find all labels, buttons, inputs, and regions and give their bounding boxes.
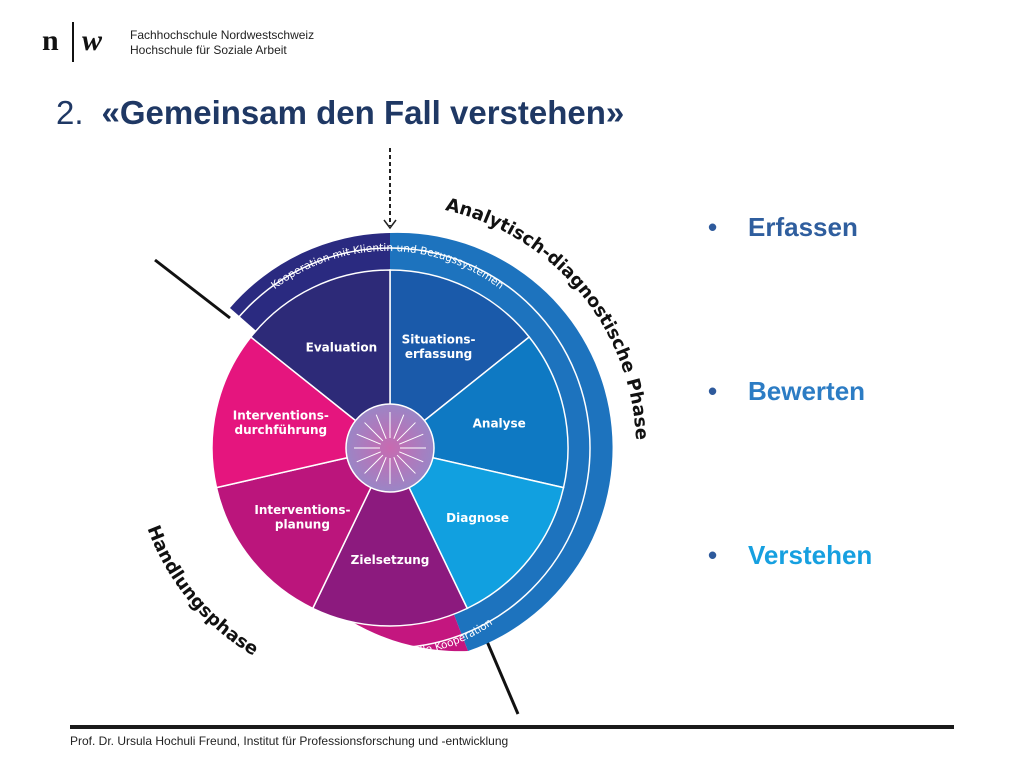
segment-label: Interventions-durchführung xyxy=(233,408,329,436)
segment-label: Evaluation xyxy=(306,340,378,354)
hub-arrow-icon xyxy=(356,433,381,445)
phase-divider-top-line xyxy=(154,258,231,320)
bullet-text: Verstehen xyxy=(748,540,873,570)
logo: n w Fachhochschule Nordwestschweiz Hochs… xyxy=(42,18,322,66)
bullet-item: • Erfassen xyxy=(708,212,858,243)
hub-arrow-icon xyxy=(393,414,405,439)
footer-text: Prof. Dr. Ursula Hochuli Freund, Institu… xyxy=(70,734,509,748)
hub-arrow-icon xyxy=(375,414,387,439)
hub-arrow-icon xyxy=(375,457,387,482)
logo-mark-w: w xyxy=(82,24,103,57)
segment-label: Analyse xyxy=(473,416,526,430)
ring-outline xyxy=(189,247,591,649)
logo-divider xyxy=(72,22,74,62)
phase-divider-bottom-line xyxy=(481,631,520,715)
bullet-text: Bewerten xyxy=(748,376,866,406)
hub-arrow-icon xyxy=(396,454,416,474)
entry-arrow-icon xyxy=(383,219,397,230)
logo-line-2: Hochschule für Soziale Arbeit xyxy=(130,43,287,57)
wheel-segment xyxy=(249,269,391,450)
segment-label: Situations-erfassung xyxy=(402,332,476,360)
segments-group: Situations-erfassungAnalyseDiagnoseZiels… xyxy=(211,269,569,627)
hub-arrow-icon xyxy=(399,433,424,445)
hub-arrow-icon xyxy=(364,422,384,442)
segment-label: Interventions-planung xyxy=(254,503,350,531)
hub-arrow-icon xyxy=(399,451,424,463)
wheel-segment xyxy=(215,446,392,610)
slide-number: 2. xyxy=(56,94,84,131)
bullet-dot-icon: • xyxy=(708,212,718,242)
bullet-list: • Erfassen • Bewerten • Verstehen xyxy=(708,0,1008,768)
bullet-item: • Bewerten xyxy=(708,376,865,407)
slide-title: 2. «Gemeinsam den Fall verstehen» xyxy=(56,94,624,132)
bullet-text: Erfassen xyxy=(748,212,858,242)
bullet-item: • Verstehen xyxy=(708,540,872,571)
logo-line-1: Fachhochschule Nordwestschweiz xyxy=(130,28,315,42)
bullet-dot-icon: • xyxy=(708,540,718,570)
slide-title-text: «Gemeinsam den Fall verstehen» xyxy=(101,94,625,131)
wheel-segment xyxy=(388,446,565,610)
bullet-dot-icon: • xyxy=(708,376,718,406)
hub-arrow-icon xyxy=(393,457,405,482)
segment-label: Diagnose xyxy=(446,511,509,525)
hub-arrows xyxy=(354,412,426,484)
logo-mark: n xyxy=(42,24,59,57)
footer-divider xyxy=(70,725,954,729)
wheel-segment xyxy=(311,446,469,627)
hub-arrow-icon xyxy=(396,422,416,442)
segment-label: Zielsetzung xyxy=(351,553,430,567)
hub-arrow-icon xyxy=(356,451,381,463)
hub-arrow-icon xyxy=(364,454,384,474)
wheel-segment xyxy=(389,269,531,450)
